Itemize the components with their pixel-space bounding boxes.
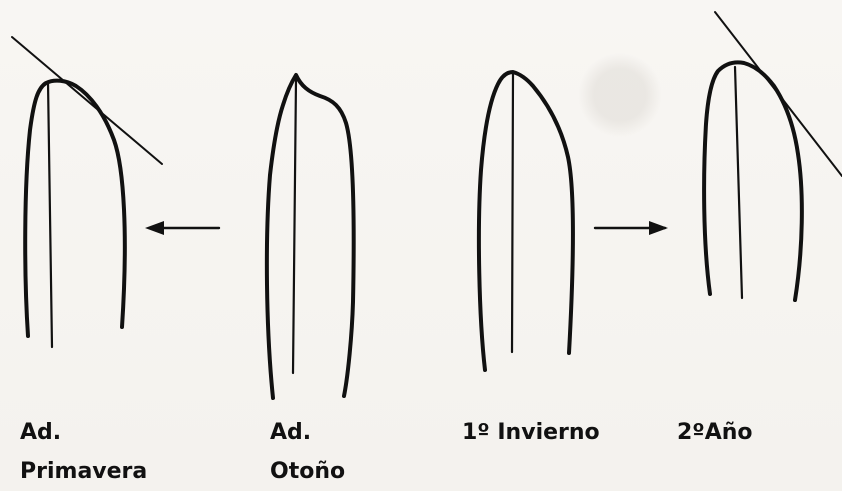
label-ad-2: Ad. xyxy=(270,422,311,444)
feather-shaft-1 xyxy=(48,82,52,347)
left-arrow-icon xyxy=(145,221,219,235)
right-arrow-icon xyxy=(595,221,668,235)
label-otono: Otoño xyxy=(270,461,345,483)
label-ad-1: Ad. xyxy=(20,422,61,444)
label-primer-invierno: 1º Invierno xyxy=(462,422,600,444)
feather-shaft-4 xyxy=(735,67,742,298)
feather-shaft-2 xyxy=(293,79,296,373)
tangent-line-2 xyxy=(715,12,842,176)
feather-shaft-3 xyxy=(512,73,513,352)
feather-outline-2 xyxy=(267,75,354,398)
feather-outline-4 xyxy=(704,62,802,300)
label-primavera: Primavera xyxy=(20,461,147,483)
label-segundo-ano: 2ºAño xyxy=(677,422,753,444)
feather-outline-3 xyxy=(479,72,573,370)
